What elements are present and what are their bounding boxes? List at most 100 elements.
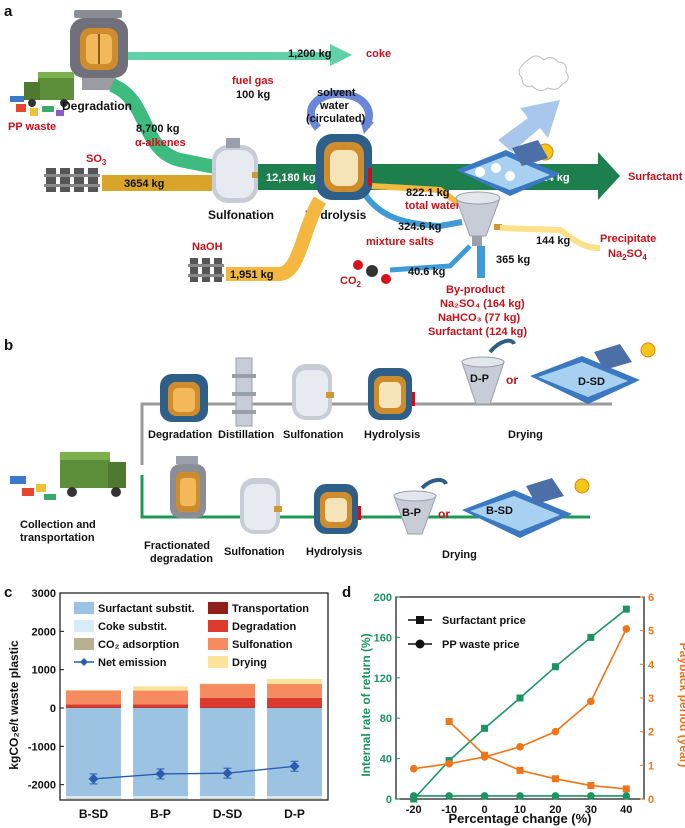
chart-c-bar-segment (66, 707, 121, 708)
chart-c-legend-label: Degradation (232, 621, 296, 633)
solvent-line3: (circulated) (306, 113, 366, 125)
top-route-line (140, 402, 612, 465)
chart-d-circle-marker (445, 792, 453, 800)
chart-d-ylabel-right: Payback period (year) (677, 643, 685, 768)
chart-c-xtick-label: B-SD (79, 807, 109, 821)
degradation-reactor-icon (70, 10, 128, 90)
vapor-cloud-icon (518, 55, 569, 92)
degradation-label: Degradation (62, 99, 132, 113)
chart-c-ytick-label: 2000 (32, 626, 56, 638)
top-dryer-sd-icon (530, 342, 656, 404)
solvent-loop (307, 89, 373, 131)
chart-d-circle-marker (551, 792, 560, 800)
chart-c-legend-label: CO₂ adsorption (98, 639, 180, 651)
chart-d-circle-marker (516, 743, 524, 751)
naoh-flow (226, 196, 327, 281)
precip-qty: 144 kg (536, 235, 570, 247)
coke-qty: 1,200 kg (288, 48, 331, 60)
chart-d-xtick-label: 30 (585, 804, 597, 816)
byproduct-title: By-product (446, 284, 505, 296)
panel-d-label: d (342, 584, 351, 601)
co2-label: CO2 (340, 275, 362, 289)
chart-c-ytick-label: 1000 (32, 665, 56, 677)
bottom-hydrolysis-icon (314, 484, 361, 534)
chart-d-circle-marker (409, 764, 418, 773)
collection-truck-icon (10, 452, 126, 500)
chart-c-bar-segment (267, 707, 322, 708)
chart-c-ytick-label: -2000 (28, 780, 56, 792)
alkenes-label: α-alkenes (135, 137, 186, 149)
fractionated-degradation-icon (170, 456, 206, 518)
vapor-arrow (498, 100, 560, 152)
surfactant-label: Surfactant (628, 171, 683, 183)
top-or-label: or (506, 373, 518, 387)
chart-c-legend-swatch (74, 602, 94, 614)
chart-d-square-marker (445, 718, 453, 726)
co2-molecule-icon (353, 260, 391, 284)
chart-c-legend-swatch (208, 656, 228, 668)
top-dryer-p-label: D-P (470, 373, 489, 385)
chart-c-ytick-label: -1000 (28, 741, 56, 753)
chart-d-square-marker (516, 694, 524, 702)
chart-c-bar-segment (200, 708, 255, 797)
chart-c-legend-label: Sulfonation (232, 639, 293, 651)
chart-d-circle-marker (445, 759, 453, 768)
pp-waste-label: PP waste (8, 121, 56, 133)
bottom-or-label: or (438, 507, 450, 521)
chart-d-square-marker (516, 766, 524, 774)
chart-d-circle-marker (622, 625, 631, 633)
salts-label: mixture salts (366, 236, 434, 248)
bottom-sulfonation-icon (240, 478, 282, 534)
chart-c-net-point (155, 768, 166, 779)
chart-c-bar-segment (133, 708, 188, 797)
chart-c-xtick-label: D-P (284, 807, 305, 821)
chart-d-ytick-right-label: 5 (648, 626, 654, 638)
chart-c-frame (59, 592, 329, 801)
collection-label-2: transportation (20, 532, 95, 544)
chart-d-ytick-left-label: 160 (374, 632, 392, 644)
naoh-qty: 1,951 kg (230, 269, 273, 281)
chart-d-legend-circle-icon (415, 639, 425, 649)
chart-c-ytick-label: 0 (50, 703, 56, 715)
chart-c-bar-segment (267, 684, 322, 698)
coke-arrow (100, 44, 352, 66)
chart-d-legend-label: Surfactant price (442, 615, 526, 627)
chart-d-circle-marker (587, 792, 595, 800)
coke-label: coke (366, 48, 391, 60)
panel-b-label: b (4, 337, 13, 354)
chart-d-ytick-left-label: 80 (380, 713, 392, 725)
so3-label: SO3 (86, 153, 107, 167)
top-drying-label: Drying (508, 429, 543, 441)
bottom-dryer-sd-label: B-SD (486, 505, 513, 517)
bottom-step-fractionated: Fractionated (144, 540, 210, 552)
bottom-dryer-sd-icon (462, 478, 590, 538)
chart-d-ytick-right-label: 0 (648, 794, 654, 806)
chart-d-legend-label: PP waste price (442, 639, 519, 651)
chart-d-circle-marker (480, 792, 489, 800)
chart-c-bar-segment (200, 697, 255, 708)
chart-d-xtick-label: -20 (406, 804, 422, 816)
chart-d-xlabel: Percentage change (%) (448, 811, 591, 826)
chart-c-bar-segment (133, 704, 188, 708)
chart-c-bar-segment (267, 798, 322, 799)
bottom-step-hydrolysis: Hydrolysis (306, 546, 362, 558)
chart-d-series-line (448, 720, 627, 790)
chart-c-net-point (88, 773, 99, 784)
chart-d-ytick-right-label: 3 (648, 693, 654, 705)
chart-c-bar-segment (133, 686, 188, 691)
chart-c-bar-segment (200, 796, 255, 799)
top-degradation-icon (160, 374, 208, 422)
chart-d-ytick-left-label: 40 (380, 754, 392, 766)
bottom-drying-label: Drying (442, 549, 477, 561)
chart-d-circle-marker (551, 727, 560, 736)
sulfonation-reactor-icon (212, 138, 260, 203)
top-dryer-p-icon (461, 338, 516, 405)
solvent-line2: water (319, 100, 349, 112)
salts-flow (363, 194, 463, 230)
water-flow (371, 183, 467, 211)
chart-d-legend-square-icon (416, 616, 424, 624)
chart-c-bar-segment (267, 697, 322, 708)
top-step-distillation: Distillation (218, 429, 275, 441)
